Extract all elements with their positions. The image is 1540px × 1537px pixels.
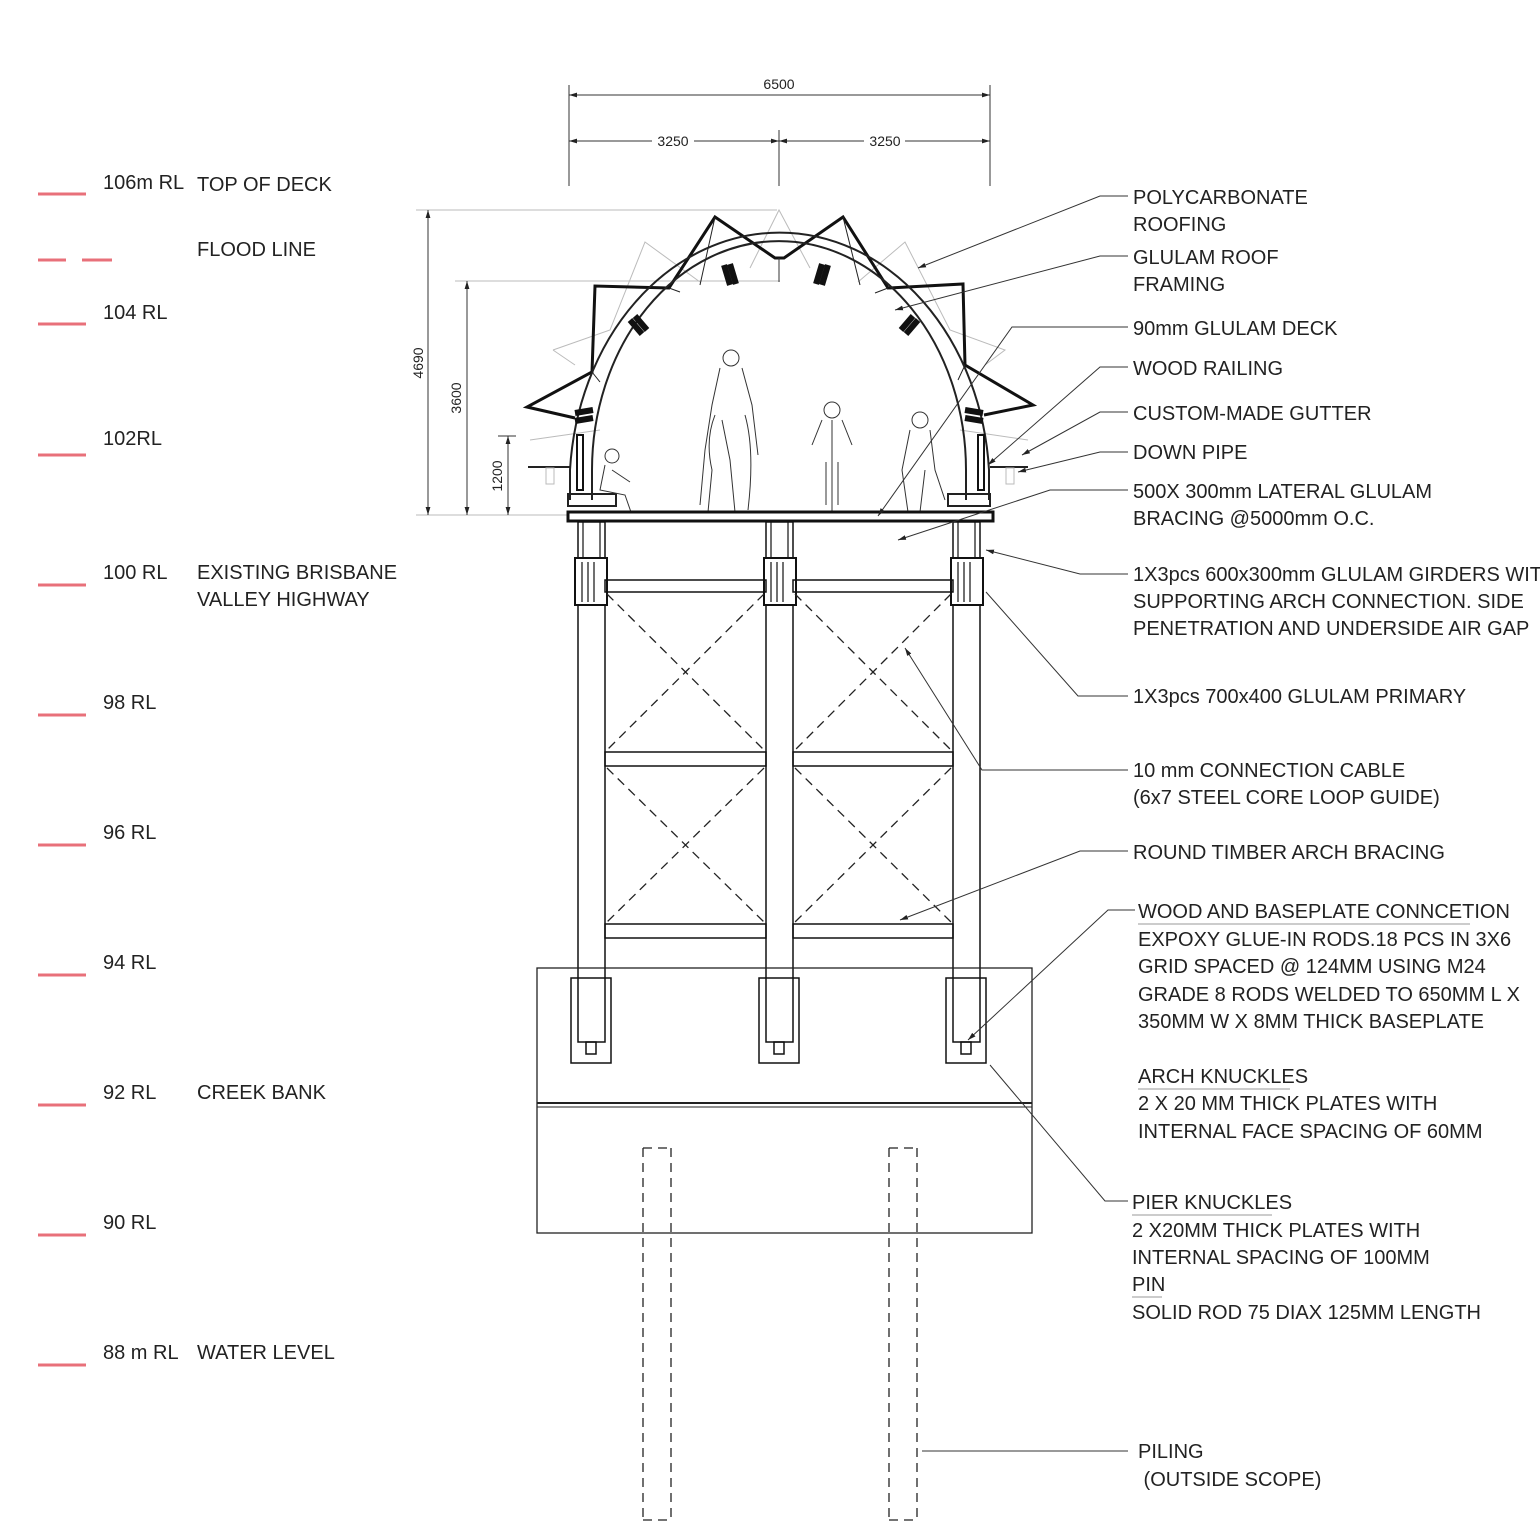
level-desc: WATER LEVEL bbox=[197, 1342, 335, 1364]
annotation-arch-bracing: ROUND TIMBER ARCH BRACING bbox=[1133, 842, 1445, 864]
level-desc: EXISTING BRISBANE bbox=[197, 562, 397, 584]
people-figures bbox=[599, 349, 946, 516]
annotation-wood-railing: WOOD RAILING bbox=[1133, 358, 1283, 380]
annotation-lateral-bracing: 500X 300mm LATERAL GLULAM bbox=[1133, 481, 1432, 503]
dim-total-height: 4690 bbox=[410, 347, 426, 378]
level-rl: 88 m RL bbox=[103, 1342, 179, 1364]
annotation-line: 350MM W X 8MM THICK BASEPLATE bbox=[1138, 1011, 1484, 1033]
annotation-line: GRID SPACED @ 124MM USING M24 bbox=[1138, 956, 1486, 978]
annotation-gutter: CUSTOM-MADE GUTTER bbox=[1133, 403, 1372, 425]
baseplate-connection bbox=[570, 977, 987, 1064]
dim-half-right: 3250 bbox=[869, 133, 900, 149]
annotation-line: (6x7 STEEL CORE LOOP GUIDE) bbox=[1133, 787, 1440, 809]
annotation-line: 2 X 20 MM THICK PLATES WITH bbox=[1138, 1093, 1437, 1115]
annotation-line: BRACING @5000mm O.C. bbox=[1133, 508, 1374, 530]
pile-cap bbox=[536, 967, 1033, 1234]
annotation-line: GRADE 8 RODS WELDED TO 650MM L X bbox=[1138, 984, 1520, 1006]
annotation-pier-knuckles-heading: PIER KNUCKLES bbox=[1132, 1192, 1292, 1214]
level-rl: 94 RL bbox=[103, 952, 156, 974]
connection-cable bbox=[606, 593, 952, 923]
annotation-girders: 1X3pcs 600x300mm GLULAM GIRDERS WITH bbox=[1133, 564, 1540, 586]
annotation-polycarbonate-roofing: POLYCARBONATE bbox=[1133, 187, 1308, 209]
level-rl: 90 RL bbox=[103, 1212, 156, 1234]
piling bbox=[642, 1147, 918, 1521]
arch-knuckle bbox=[574, 263, 984, 424]
level-desc: TOP OF DECK bbox=[197, 174, 333, 196]
down-pipe bbox=[545, 467, 555, 485]
annotation-line: INTERNAL FACE SPACING OF 60MM bbox=[1138, 1121, 1483, 1143]
level-desc: CREEK BANK bbox=[197, 1082, 327, 1104]
annotation-line: (OUTSIDE SCOPE) bbox=[1138, 1469, 1321, 1491]
down-pipe bbox=[1005, 467, 1015, 485]
annotation-piling: PILING bbox=[1138, 1441, 1204, 1463]
annotation-arch-knuckles-heading: ARCH KNUCKLES bbox=[1138, 1066, 1308, 1088]
annotation-roof-framing: GLULAM ROOF bbox=[1133, 247, 1279, 269]
level-rl: 104 RL bbox=[103, 302, 168, 324]
annotation-line: ROOFING bbox=[1133, 214, 1226, 236]
level-legend: 106m RL TOP OF DECK FLOOD LINE 104 RL 10… bbox=[38, 172, 397, 1367]
glulam-arch bbox=[528, 231, 1028, 507]
wood-railing bbox=[977, 434, 985, 491]
annotation-connection-cable: 10 mm CONNECTION CABLE bbox=[1133, 760, 1405, 782]
polycarbonate-roof bbox=[522, 208, 1038, 441]
annotation-baseplate-heading: WOOD AND BASEPLATE CONNCETION bbox=[1138, 901, 1510, 923]
annotation-line: SOLID ROD 75 DIAX 125MM LENGTH bbox=[1132, 1302, 1481, 1324]
lateral-bracing bbox=[604, 579, 954, 939]
annotation-line: EXPOXY GLUE-IN RODS.18 PCS IN 3X6 bbox=[1138, 929, 1511, 951]
annotation-glulam-primary: 1X3pcs 700x400 GLULAM PRIMARY bbox=[1133, 686, 1466, 708]
dimensions: 6500 3250 3250 4690 3600 1200 bbox=[410, 76, 991, 516]
annotation-line: 2 X20MM THICK PLATES WITH bbox=[1132, 1220, 1420, 1242]
annotation-line: SUPPORTING ARCH CONNECTION. SIDE bbox=[1133, 591, 1524, 613]
glulam-girder bbox=[574, 557, 984, 606]
annotation-glulam-deck: 90mm GLULAM DECK bbox=[1133, 318, 1338, 340]
level-rl: 92 RL bbox=[103, 1082, 156, 1104]
dim-total-width: 6500 bbox=[763, 76, 794, 92]
glulam-deck bbox=[566, 510, 995, 523]
level-desc: FLOOD LINE bbox=[197, 239, 316, 261]
wood-railing bbox=[576, 434, 584, 491]
level-rl: 106m RL bbox=[103, 172, 184, 194]
level-rl: 96 RL bbox=[103, 822, 156, 844]
dim-arch-height: 3600 bbox=[448, 382, 464, 413]
dim-railing-height: 1200 bbox=[489, 460, 505, 491]
annotation-leaders bbox=[877, 195, 1135, 1452]
level-rl: 100 RL bbox=[103, 562, 168, 584]
annotation-pin-heading: PIN bbox=[1132, 1274, 1165, 1296]
annotation-line: FRAMING bbox=[1133, 274, 1225, 296]
level-desc: VALLEY HIGHWAY bbox=[197, 589, 370, 611]
dim-half-left: 3250 bbox=[657, 133, 688, 149]
level-rl: 98 RL bbox=[103, 692, 156, 714]
annotations: POLYCARBONATE ROOFING GLULAM ROOF FRAMIN… bbox=[1132, 187, 1540, 1491]
annotation-line: PENETRATION AND UNDERSIDE AIR GAP bbox=[1133, 618, 1529, 640]
annotation-down-pipe: DOWN PIPE bbox=[1133, 442, 1247, 464]
level-rl: 102RL bbox=[103, 428, 162, 450]
annotation-line: INTERNAL SPACING OF 100MM bbox=[1132, 1247, 1430, 1269]
pier-frame bbox=[574, 521, 984, 1043]
